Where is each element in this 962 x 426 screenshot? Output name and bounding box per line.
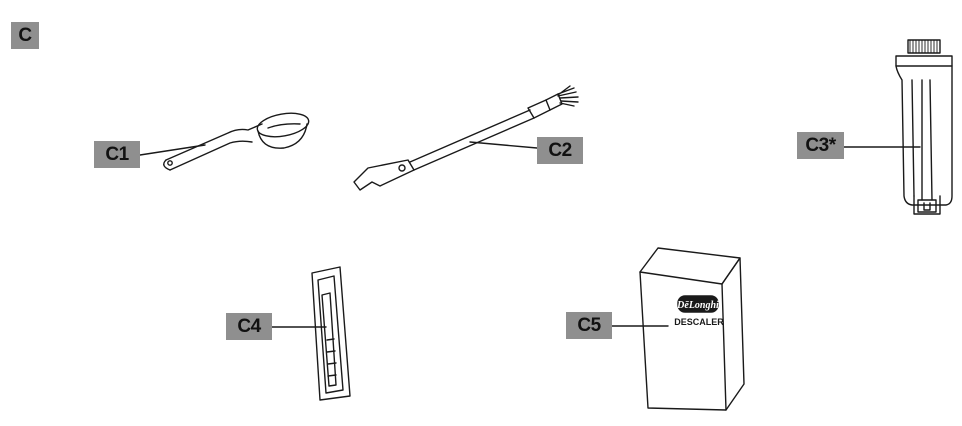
section-label-c: C	[11, 22, 39, 49]
label-c3: C3*	[797, 132, 844, 159]
descaler-box-drawing	[639, 247, 745, 411]
cleaning-brush-drawing	[353, 85, 579, 191]
measuring-scoop-drawing	[163, 112, 310, 171]
descaler-box-text: DESCALER	[674, 317, 724, 327]
c2-leader	[469, 141, 538, 149]
descaler-brand-logo: DēLonghi	[676, 300, 719, 311]
label-c2: C2	[537, 137, 583, 164]
label-c5: C5	[566, 312, 612, 339]
water-filter-drawing	[895, 39, 953, 215]
c1-leader	[139, 144, 206, 156]
test-strip-drawing	[311, 266, 351, 401]
label-c4: C4	[226, 313, 272, 340]
label-c1: C1	[94, 141, 140, 168]
